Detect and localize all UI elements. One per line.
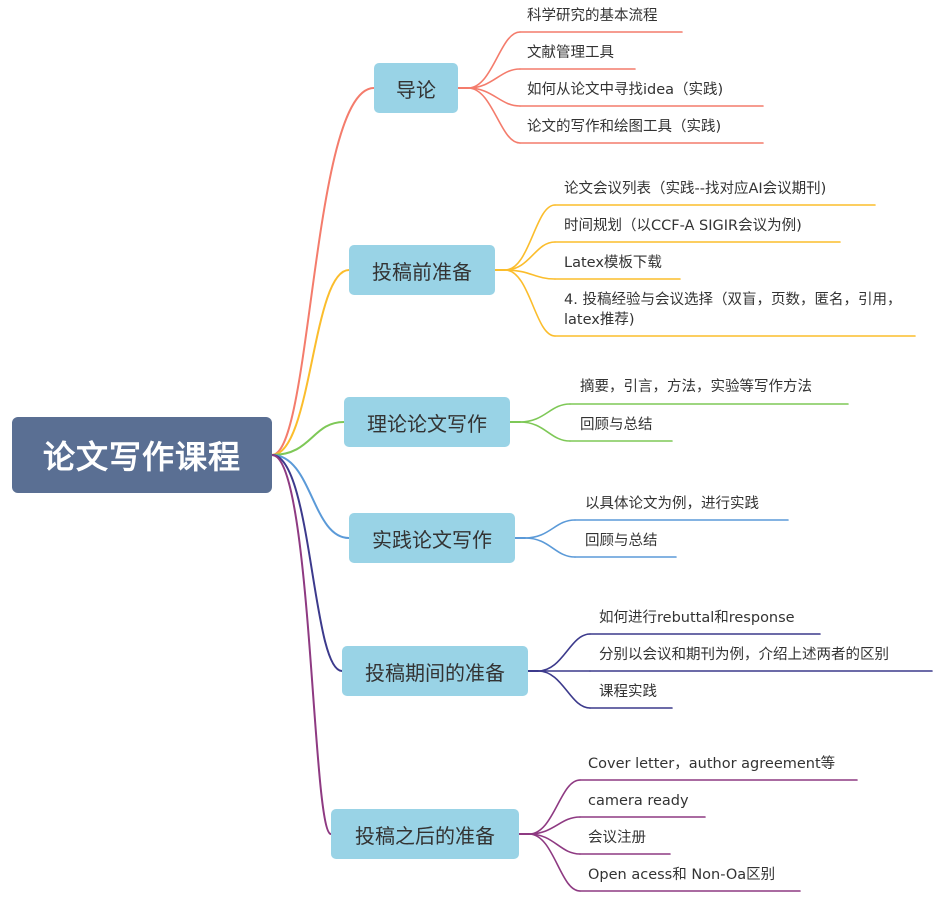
connector-after-leaf-3 <box>528 833 581 855</box>
connector-root-pre <box>271 269 350 456</box>
connector-root-theory <box>271 421 345 456</box>
branch-node-practice[interactable]: 实践论文写作 <box>349 513 515 563</box>
connector-root-practice <box>271 454 350 539</box>
leaf-intro-3[interactable]: 如何从论文中寻找idea（实践) <box>527 82 724 98</box>
leaf-after-3[interactable]: 会议注册 <box>588 830 646 846</box>
connector-after-leaf-2 <box>528 816 581 835</box>
leaf-after-2[interactable]: camera ready <box>588 793 689 809</box>
leaf-during-1[interactable]: 如何进行rebuttal和response <box>599 610 795 626</box>
leaf-pre-3[interactable]: Latex模板下载 <box>564 255 662 271</box>
connector-pre-leaf-2 <box>504 241 556 271</box>
root-node[interactable]: 论文写作课程 <box>12 417 272 493</box>
leaf-during-2[interactable]: 分别以会议和期刊为例，介绍上述两者的区别 <box>599 647 889 663</box>
leaf-pre-4[interactable]: 4. 投稿经验与会议选择（双盲，页数，匿名，引用，latex推荐) <box>564 292 902 328</box>
leaf-theory-1[interactable]: 摘要，引言，方法，实验等写作方法 <box>580 379 812 395</box>
connector-theory-leaf-1 <box>519 403 571 423</box>
leaf-after-1[interactable]: Cover letter，author agreement等 <box>588 756 836 772</box>
branch-node-intro[interactable]: 导论 <box>374 63 458 113</box>
connector-practice-leaf-1 <box>524 519 576 539</box>
connector-intro-leaf-4 <box>467 87 521 144</box>
connector-pre-leaf-4 <box>504 269 556 337</box>
connector-theory-leaf-2 <box>519 421 571 442</box>
connector-pre-leaf-3 <box>504 269 556 280</box>
connector-after-leaf-1 <box>528 779 581 835</box>
leaf-during-3[interactable]: 课程实践 <box>599 684 657 700</box>
connector-practice-leaf-2 <box>524 537 576 558</box>
leaf-after-4[interactable]: Open acess和 Non-Oa区别 <box>588 867 776 883</box>
connector-intro-leaf-2 <box>467 68 521 89</box>
branch-node-during[interactable]: 投稿期间的准备 <box>342 646 528 696</box>
connector-after-leaf-4 <box>528 833 581 892</box>
branch-node-pre[interactable]: 投稿前准备 <box>349 245 495 295</box>
connector-root-during <box>271 454 343 672</box>
leaf-theory-2[interactable]: 回顾与总结 <box>580 417 653 433</box>
connector-during-leaf-3 <box>537 670 591 709</box>
leaf-pre-1[interactable]: 论文会议列表（实践--找对应AI会议期刊) <box>564 181 827 197</box>
connector-during-leaf-1 <box>537 633 591 672</box>
connector-root-intro <box>271 87 375 456</box>
leaf-intro-2[interactable]: 文献管理工具 <box>527 45 614 61</box>
leaf-intro-4[interactable]: 论文的写作和绘图工具（实践) <box>527 119 722 135</box>
connector-root-after <box>271 454 332 835</box>
branch-node-theory[interactable]: 理论论文写作 <box>344 397 510 447</box>
leaf-intro-1[interactable]: 科学研究的基本流程 <box>527 8 658 24</box>
branch-node-after[interactable]: 投稿之后的准备 <box>331 809 519 859</box>
leaf-practice-1[interactable]: 以具体论文为例，进行实践 <box>585 496 759 512</box>
leaf-pre-2[interactable]: 时间规划（以CCF-A SIGIR会议为例) <box>564 218 802 234</box>
connector-intro-leaf-1 <box>467 31 521 89</box>
leaf-practice-2[interactable]: 回顾与总结 <box>585 533 658 549</box>
connector-pre-leaf-1 <box>504 204 556 271</box>
